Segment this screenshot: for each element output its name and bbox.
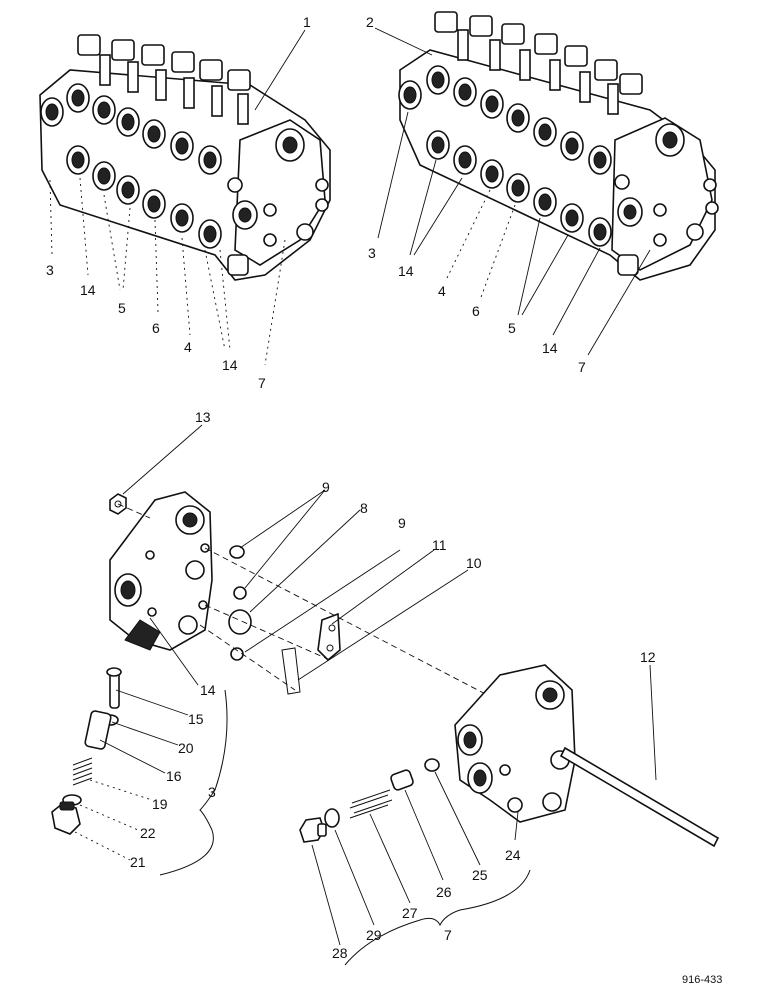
callout-14: 14 <box>222 357 238 373</box>
relief-valve-section <box>299 664 720 848</box>
callout-5: 5 <box>508 320 516 336</box>
callout-29: 29 <box>366 927 382 943</box>
callout-3: 3 <box>368 245 376 261</box>
callout-15: 15 <box>188 711 204 727</box>
callout-28: 28 <box>332 945 348 961</box>
callout-4: 4 <box>438 283 446 299</box>
end-cover-exploded <box>51 491 341 835</box>
callout-10: 10 <box>466 555 482 571</box>
callout-16: 16 <box>166 768 182 784</box>
callout-22: 22 <box>140 825 156 841</box>
callout-7: 7 <box>578 359 586 375</box>
callout-14: 14 <box>398 263 414 279</box>
callout-14: 14 <box>542 340 558 356</box>
valve-bank-right <box>398 11 719 281</box>
callout-25: 25 <box>472 867 488 883</box>
callout-9: 9 <box>322 479 330 495</box>
callout-13: 13 <box>195 409 211 425</box>
callout-4: 4 <box>184 339 192 355</box>
callout-21: 21 <box>130 854 146 870</box>
callout-3: 3 <box>46 262 54 278</box>
reference-number: 916-433 <box>682 974 722 986</box>
callout-19: 19 <box>152 796 168 812</box>
callout-1: 1 <box>303 14 311 30</box>
valve-bank-left <box>39 34 331 281</box>
callout-12: 12 <box>640 649 656 665</box>
callout-24: 24 <box>505 847 521 863</box>
callout-7: 7 <box>258 375 266 391</box>
callout-26: 26 <box>436 884 452 900</box>
callout-6: 6 <box>472 303 480 319</box>
callout-14: 14 <box>200 682 216 698</box>
callout-3: 3 <box>208 784 216 800</box>
callout-8: 8 <box>360 500 368 516</box>
callout-20: 20 <box>178 740 194 756</box>
callout-5: 5 <box>118 300 126 316</box>
callout-2: 2 <box>366 14 374 30</box>
callout-9: 9 <box>398 515 406 531</box>
callout-labels: 1 2 3 14 5 6 4 14 7 3 14 4 6 5 14 7 13 9… <box>46 14 722 986</box>
callout-14: 14 <box>80 282 96 298</box>
callout-7: 7 <box>444 927 452 943</box>
callout-6: 6 <box>152 320 160 336</box>
callout-11: 11 <box>432 537 447 553</box>
callout-27: 27 <box>402 905 418 921</box>
